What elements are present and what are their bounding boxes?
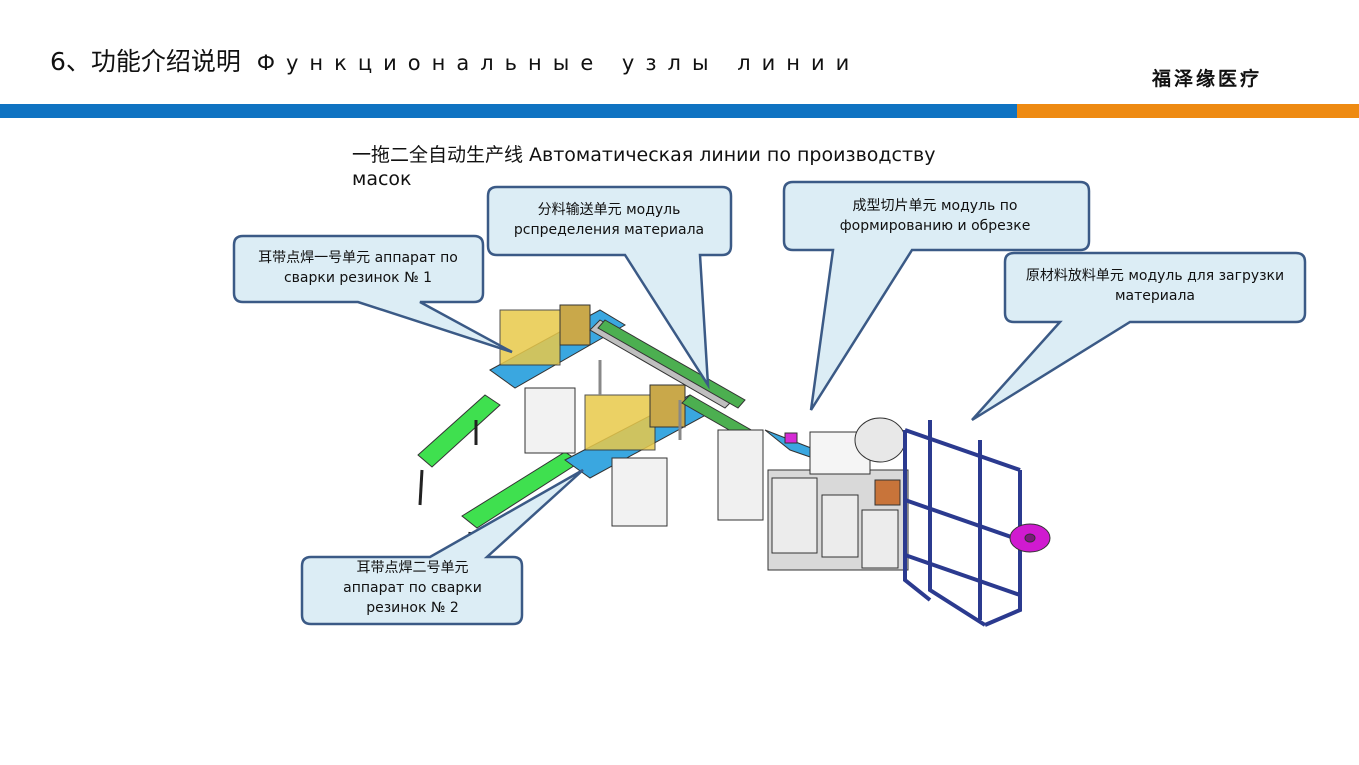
callout-welding1-shape [232,234,513,354]
callout-raw-shape [971,251,1307,422]
header-band-blue [0,104,1017,118]
brand-logo-text: 福泽缘医疗 [1152,68,1263,90]
slide-title-ru: Функциональные узлы линии [256,51,861,75]
callout-forming-shape [782,180,1091,411]
diagram-subtitle: 一拖二全自动生产线 Автоматическая линии по произв… [352,144,936,190]
callout-forming-label: 成型切片单元 модуль по формированию и обрезке [839,198,1031,234]
slide-title-cn: 6、功能介绍说明 [50,47,241,76]
callout-feed-label: 分料输送单元 модуль рспределения материала [513,202,705,238]
callout-welding2-label: 耳带点焊二号单元 аппарат по сварки резинок № 2 [343,560,482,616]
slide-title: 6、功能介绍说明 Функциональные узлы линии [50,44,860,81]
callout-welding2-shape [300,468,584,626]
callout-shapes [232,180,1307,626]
callout-welding1-label: 耳带点焊一号单元 аппарат по сварки резинок № 1 [258,250,458,286]
header-band-orange [1017,104,1359,118]
callout-raw-label: 原材料放料单元 модуль для загрузки материала [1025,268,1285,304]
callout-feed-shape [486,185,733,390]
